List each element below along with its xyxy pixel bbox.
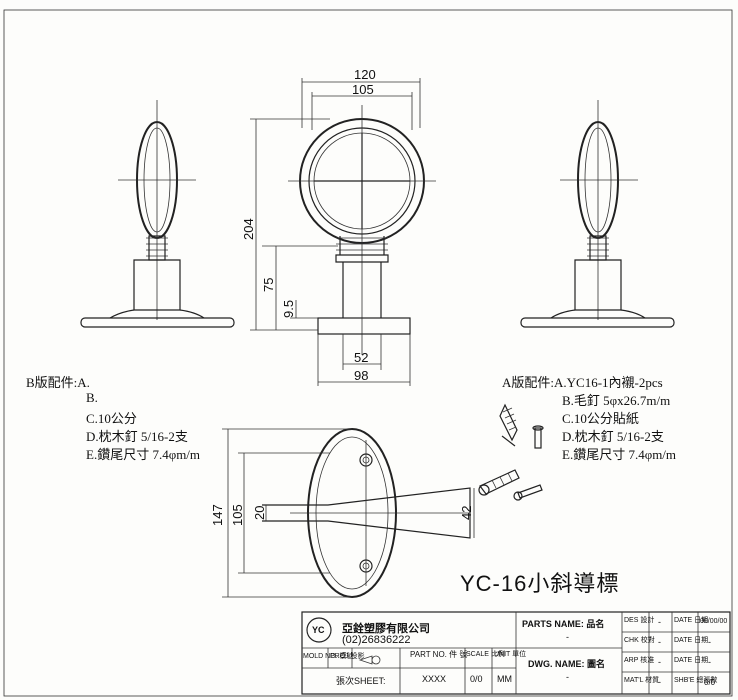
- date-value: 00/00/00: [700, 618, 728, 625]
- chk-value: -: [658, 637, 661, 647]
- dwg-name-label: DWG. NAME: 圖名: [528, 659, 605, 669]
- shbe-value: 0/0: [704, 678, 716, 687]
- unit-value: MM: [497, 674, 512, 684]
- dim-120: 120: [354, 67, 376, 82]
- right-side-view: [520, 100, 675, 328]
- notes-a-line: B.毛釘 5φx26.7m/m: [562, 393, 671, 408]
- unit-label: UNIT 單位: [494, 651, 527, 658]
- date-value-2: -: [708, 637, 711, 647]
- notes-a-line: C.10公分貼紙: [562, 411, 639, 426]
- scale-label: SCALE 比例: [466, 651, 505, 658]
- dim-75: 75: [261, 278, 276, 292]
- notes-b-line: B.: [86, 390, 98, 405]
- des-label: DES 設計: [624, 617, 655, 624]
- dim-52: 52: [354, 350, 368, 365]
- date-label: DATE 日期: [674, 657, 709, 664]
- matl-value: -: [658, 677, 661, 687]
- arp-label: ARP 核准: [624, 657, 655, 664]
- arp-value: -: [658, 657, 661, 667]
- notes-b-line: C.10公分: [86, 411, 137, 426]
- part-no-label: PART NO. 件 號: [410, 650, 468, 659]
- dwg-name-value: -: [566, 672, 569, 682]
- date-value-3: -: [708, 657, 711, 667]
- matl-label: MAT'L 材質: [624, 677, 660, 684]
- shbe-label: SHB'E 總張數: [674, 677, 718, 684]
- dim-105-top: 105: [352, 82, 374, 97]
- screw-parts: [478, 403, 544, 501]
- date-label: DATE 日期: [674, 637, 709, 644]
- proj-label: PROJ 投影: [330, 653, 365, 660]
- parts-name-label: PARTS NAME: 品名: [522, 619, 605, 629]
- front-view: [250, 78, 436, 386]
- dim-147: 147: [210, 504, 225, 526]
- parts-name-value: -: [566, 632, 569, 642]
- dim-9-5: 9.5: [281, 300, 296, 318]
- dim-105-plan: 105: [230, 504, 245, 526]
- chk-label: CHK 校對: [624, 637, 655, 644]
- notes-a-line: D.枕木釘 5/16-2支: [562, 429, 664, 444]
- company-phone: (02)26836222: [342, 634, 411, 646]
- mold-no-label: MOLD NO. 模號: [303, 653, 354, 660]
- notes-b-line: E.鑽尾尺寸 7.4φm/m: [86, 447, 201, 462]
- company-name: 亞銓塑膠有限公司: [342, 623, 430, 635]
- dim-42: 42: [459, 506, 474, 520]
- plan-view: [222, 428, 475, 598]
- notes-a-title: A版配件:A.YC16-1內襯-2pcs: [502, 375, 663, 390]
- dim-98: 98: [354, 368, 368, 383]
- product-title: YC-16小斜導標: [460, 571, 620, 596]
- notes-b-line: D.枕木釘 5/16-2支: [86, 429, 188, 444]
- scale-value: 0/0: [470, 674, 483, 684]
- part-no-value: XXXX: [422, 674, 447, 684]
- company-logo: YC: [312, 625, 325, 635]
- notes-b-title: B版配件:A.: [26, 375, 90, 390]
- date-label: DATE 日期: [674, 617, 709, 624]
- sheet-label: 張次SHEET:: [336, 676, 386, 686]
- title-block: [301, 611, 731, 695]
- sheet-border: [3, 9, 733, 697]
- left-side-view: [80, 100, 235, 328]
- notes-a-line: E.鑽尾尺寸 7.4φm/m: [562, 447, 677, 462]
- des-value: -: [658, 617, 661, 627]
- dim-20: 20: [252, 506, 267, 520]
- dim-204: 204: [241, 218, 256, 240]
